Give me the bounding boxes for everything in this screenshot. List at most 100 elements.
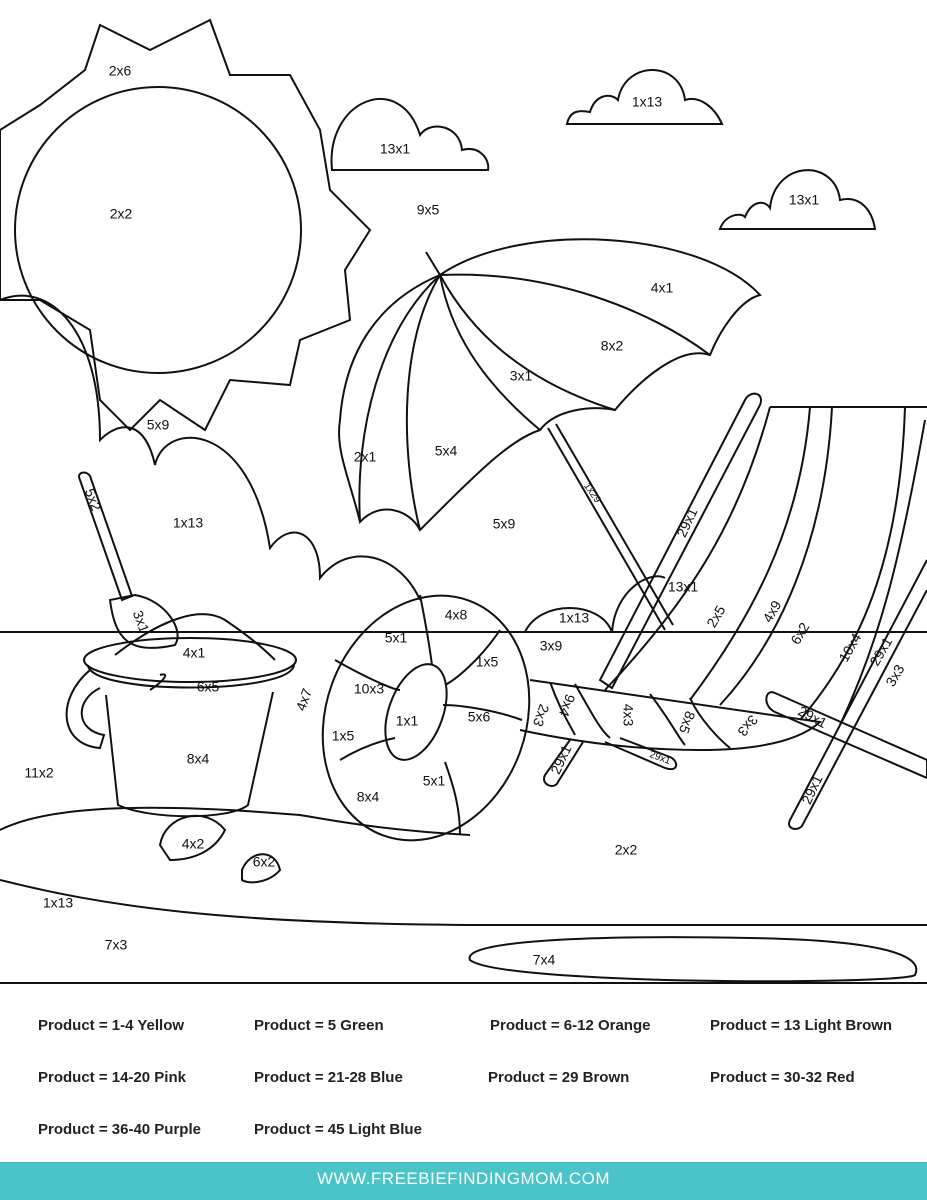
mound xyxy=(524,575,666,633)
region-label: 5x4 xyxy=(435,443,458,459)
legend-item: Product = 6-12 Orange xyxy=(490,1017,651,1034)
region-label: 8x2 xyxy=(601,338,624,354)
region-label: 4x1 xyxy=(651,280,674,296)
chair-frame xyxy=(598,392,762,690)
region-label: 4x7 xyxy=(292,686,315,713)
region-label: 29x1 xyxy=(648,749,673,767)
swim-ring-seam xyxy=(334,594,523,836)
region-label: 5x9 xyxy=(147,417,170,433)
region-label: 1x13 xyxy=(632,94,663,110)
swim-ring xyxy=(321,594,531,842)
region-label: 13x1 xyxy=(668,579,699,595)
region-label: 11x2 xyxy=(24,765,54,781)
region-label: 4x1 xyxy=(183,645,206,661)
region-label: 2x2 xyxy=(615,842,638,858)
cloud xyxy=(718,169,877,230)
region-label: 5x9 xyxy=(493,516,516,532)
region-label: 8x4 xyxy=(357,789,380,805)
region-label: 4x8 xyxy=(445,607,468,623)
region-label: 29x1 xyxy=(866,634,895,668)
shovel xyxy=(78,471,134,602)
umbrella-pole xyxy=(555,423,674,626)
region-label: 8x4 xyxy=(187,751,210,767)
legend-item: Product = 45 Light Blue xyxy=(254,1121,422,1138)
shovel-blade xyxy=(108,593,179,649)
chair-leg xyxy=(543,739,584,787)
region-label: 6x5 xyxy=(197,679,220,695)
region-label: 4x9 xyxy=(759,597,784,625)
color-key: Product = 1-4 Yellow Product = 5 Green P… xyxy=(0,985,927,1160)
chair-arm xyxy=(765,691,927,780)
region-label: 2x5 xyxy=(703,602,728,630)
seashell xyxy=(241,853,282,884)
legend-item: Product = 5 Green xyxy=(254,1017,384,1034)
legend-item: Product = 13 Light Brown xyxy=(710,1017,893,1034)
region-label: 4x2 xyxy=(182,836,205,852)
region-label: 9x4 xyxy=(556,692,579,719)
region-label: 9x5 xyxy=(417,202,440,218)
chair-seat-stripe xyxy=(549,681,731,749)
chair-stripe xyxy=(799,406,906,721)
cloud-bank xyxy=(0,294,421,601)
umbrella-rib xyxy=(439,274,541,431)
umbrella-rib xyxy=(439,273,711,356)
legend-item: Product = 21-28 Blue xyxy=(254,1069,403,1086)
umbrella-tip xyxy=(425,251,441,276)
legend-item: Product = 30-32 Red xyxy=(710,1069,855,1086)
region-label: 1x1 xyxy=(396,713,419,729)
region-label: 10x4 xyxy=(835,630,864,664)
umbrella-canopy xyxy=(338,238,762,532)
region-label: 1x5 xyxy=(332,728,355,744)
region-label: 10x3 xyxy=(354,681,385,697)
chair-frame xyxy=(788,559,927,830)
region-label: 6x2 xyxy=(253,854,276,870)
sun-rays xyxy=(0,18,372,432)
umbrella-rib xyxy=(439,274,616,411)
region-label: 2x2 xyxy=(110,206,133,222)
umbrella-pole xyxy=(547,427,666,631)
region-label: 2x1 xyxy=(354,449,377,465)
bucket-rim-band xyxy=(87,664,295,689)
seashell xyxy=(158,814,227,862)
chair-fabric xyxy=(604,406,927,691)
bucket-handle xyxy=(65,669,167,750)
region-label: 3x3 xyxy=(734,712,761,740)
region-label: 29x1 xyxy=(547,742,574,776)
region-label: 5x2 xyxy=(82,486,105,513)
legend-item: Product = 1-4 Yellow xyxy=(38,1017,185,1034)
chair-stripe xyxy=(689,406,811,701)
region-label: 3x1 xyxy=(130,608,153,635)
region-label: 1x13 xyxy=(559,610,590,626)
region-label: 6x2 xyxy=(787,619,812,647)
region-label: 13x1 xyxy=(380,141,411,157)
region-label: 4x3 xyxy=(620,704,636,727)
umbrella-rib xyxy=(405,274,441,531)
coloring-page-artwork: 2x6 2x2 13x1 1x13 13x1 9x5 4x1 8x2 3x1 2… xyxy=(0,18,927,984)
sand-edge xyxy=(0,806,471,836)
cloud xyxy=(330,98,490,171)
legend-item: Product = 14-20 Pink xyxy=(38,1069,186,1086)
region-label: 5x6 xyxy=(468,709,491,725)
cloud xyxy=(565,69,724,125)
chair-stripe xyxy=(839,419,926,726)
region-label: 1x13 xyxy=(43,895,74,911)
region-label: 7x4 xyxy=(533,952,556,968)
region-label: 2x6 xyxy=(109,63,132,79)
bucket-rim xyxy=(83,637,297,683)
region-label: 29x1 xyxy=(673,505,700,539)
sun xyxy=(14,86,302,374)
website-url: WWW.FREEBIEFINDINGMOM.COM xyxy=(317,1169,610,1188)
chair-leg xyxy=(604,737,678,771)
region-label: 5x1 xyxy=(423,773,446,789)
region-label: 2x3 xyxy=(530,702,553,729)
region-label: 1x29 xyxy=(581,481,603,505)
region-label: 13x1 xyxy=(789,192,820,208)
region-label: 8x5 xyxy=(676,709,699,736)
region-label: 7x3 xyxy=(105,937,128,953)
sand-pile xyxy=(114,613,276,661)
footer-banner: WWW.FREEBIEFINDINGMOM.COM xyxy=(0,1162,927,1200)
legend-item: Product = 36-40 Purple xyxy=(38,1121,201,1138)
legend-item: Product = 29 Brown xyxy=(488,1069,630,1086)
swim-ring-hole xyxy=(384,663,448,761)
chair-seat xyxy=(519,679,823,752)
